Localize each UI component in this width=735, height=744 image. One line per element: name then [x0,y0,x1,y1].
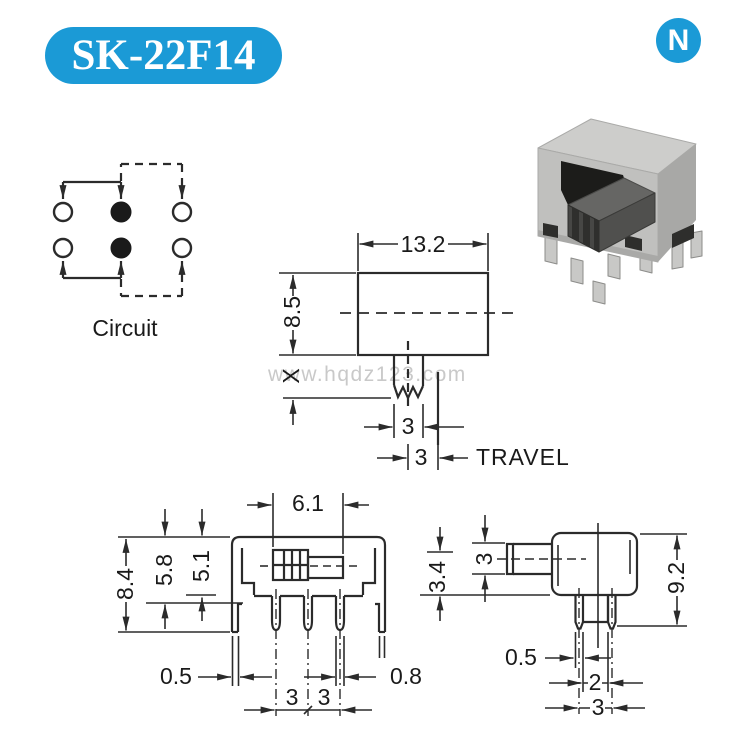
dim-slider-width: 6.1 [292,490,324,516]
dim-top-height: 8.5 [279,296,305,328]
front-view-drawing: 6.1 8.4 5.8 5.1 0.5 [112,490,422,716]
watermark-text: www.hqdz123.com [268,363,467,386]
top-view-drawing: 13.2 8.5 X 3 3 TRAVEL [278,231,570,470]
dim-body-height: 5.1 [188,550,214,582]
terminal-pin [110,201,132,223]
dim-pin-width: 0.8 [390,663,422,689]
dim-pin-pitch-left: 3 [286,684,299,710]
dim-pin-thickness: 0.5 [505,644,537,670]
dim-travel: 3 [415,444,428,470]
dim-total-height: 8.4 [112,568,138,600]
circuit-label: Circuit [92,315,158,341]
dim-stem-width: 3 [402,413,415,439]
brand-logo: N [656,18,701,63]
brand-letter: N [667,23,690,57]
dim-bracket-height: 5.8 [151,554,177,586]
dim-actuator-dia: 3 [471,553,497,566]
product-photo [537,118,703,305]
dim-pin-pitch-right: 3 [318,684,331,710]
dim-bracket-thickness: 0.5 [160,663,192,689]
dim-side-total-height: 9.2 [663,562,689,594]
dim-side-pin-pitch: 3 [592,694,605,720]
terminal-pin [52,201,74,223]
circuit-diagram: Circuit [52,162,193,341]
part-number-badge: SK-22F14 [45,27,282,84]
side-view-drawing: 3 3.4 9.2 0.5 2 [420,515,689,720]
travel-label: TRAVEL [476,444,570,470]
terminal-pin [171,201,193,223]
part-number: SK-22F14 [71,32,256,79]
dim-top-width: 13.2 [401,231,446,257]
dim-actuator-offset: 3.4 [424,561,450,593]
terminal-pin [110,237,132,259]
dim-pin-gap: 2 [589,669,602,695]
dim-stem-length: X [278,368,304,383]
terminal-pin [171,237,193,259]
terminal-pin [52,237,74,259]
